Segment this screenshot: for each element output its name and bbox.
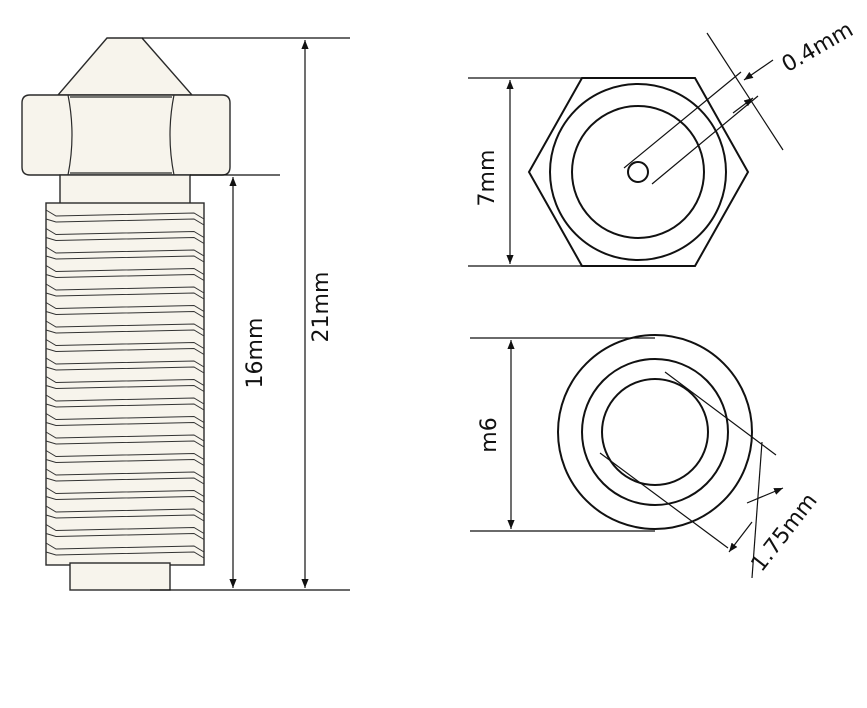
nozzle-hole [627, 161, 649, 183]
dim-thread-length: 16mm [190, 174, 280, 588]
nozzle-tip-cone [56, 37, 194, 96]
label-nozzle-hole: 0.4mm [778, 17, 858, 78]
dim-thread-diameter: m6 [470, 337, 655, 532]
label-thread-length: 16mm [243, 318, 268, 389]
label-hex-width: 7mm [475, 150, 500, 207]
label-thread-diameter: m6 [477, 417, 502, 452]
nozzle-bottom-collar [69, 562, 171, 591]
nozzle-neck [59, 174, 191, 206]
nozzle-side-view [21, 37, 231, 591]
dim-hex-width: 7mm [468, 77, 582, 267]
nozzle-bottom-view: 1.75mm [557, 334, 823, 579]
nozzle-thread [45, 202, 205, 566]
label-total-length: 21mm [309, 272, 334, 343]
dim-total-length: 21mm [142, 37, 350, 591]
nozzle-hex-body [21, 94, 231, 176]
filament-bore [601, 378, 709, 486]
nozzle-top-view: 0.4mm [527, 17, 858, 267]
